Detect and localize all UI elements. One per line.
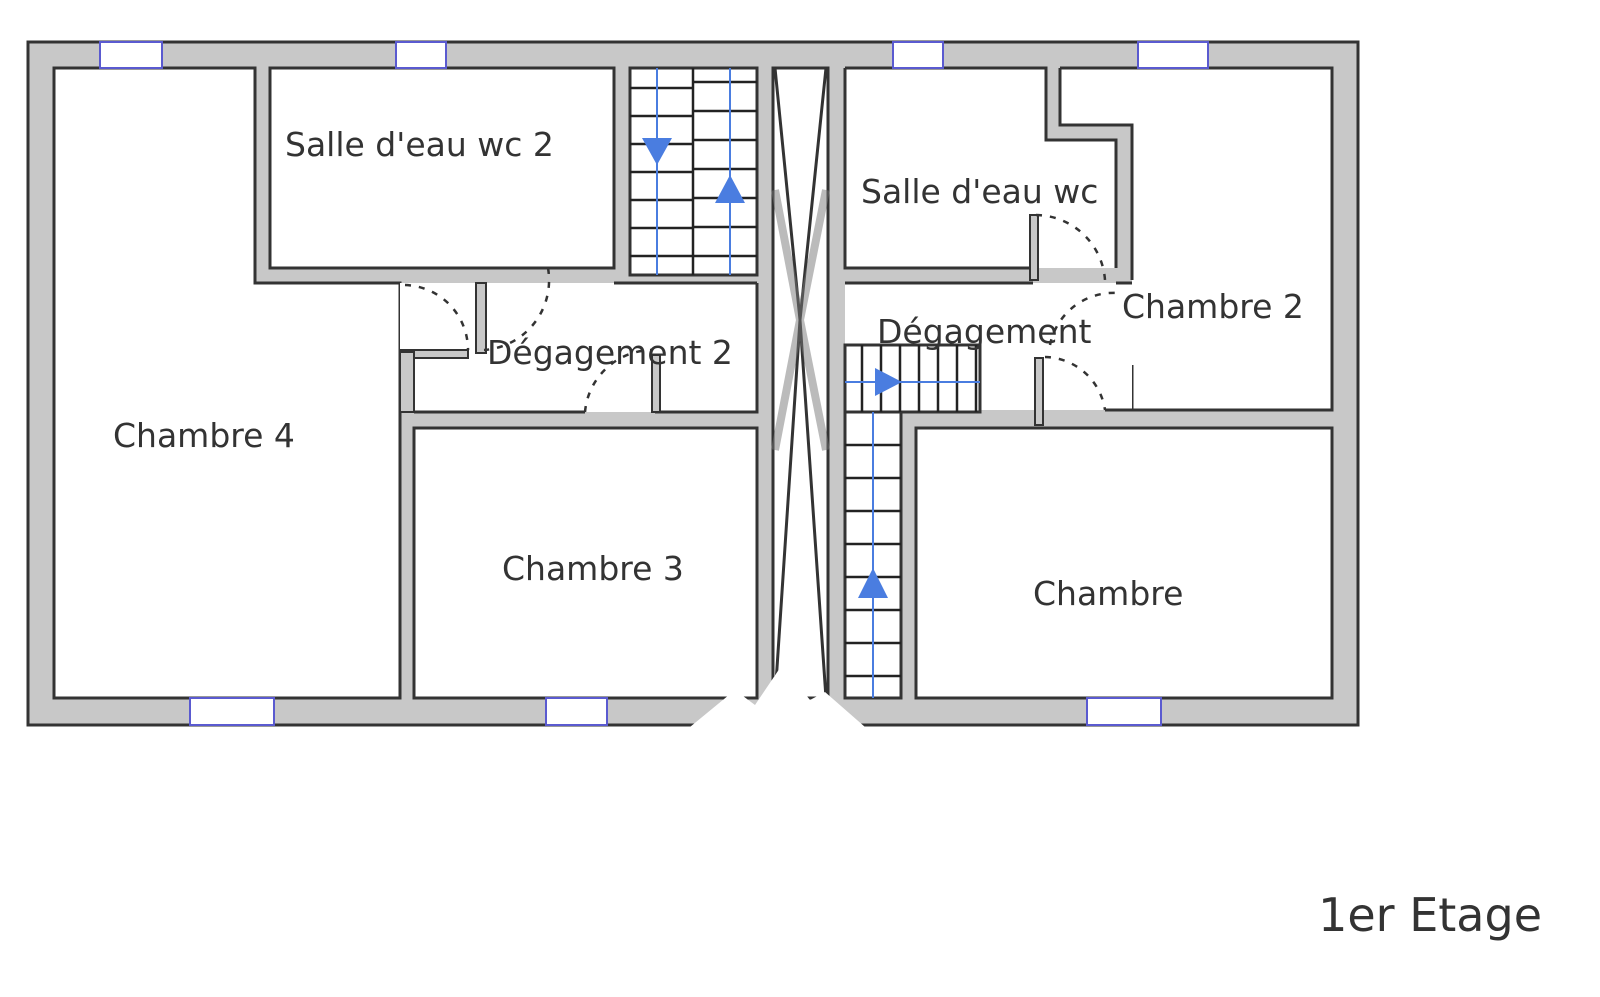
arrow-right-icon bbox=[875, 368, 902, 396]
windows bbox=[99, 41, 1209, 726]
label-degagement: Dégagement bbox=[877, 312, 1091, 351]
label-salle-eau-wc-2: Salle d'eau wc 2 bbox=[285, 125, 554, 164]
chimney-void bbox=[771, 66, 830, 700]
room-chambre-3 bbox=[412, 426, 759, 700]
stairs-left bbox=[628, 66, 759, 277]
arrow-up-icon bbox=[715, 175, 745, 203]
label-salle-eau-wc: Salle d'eau wc bbox=[861, 172, 1098, 211]
label-chambre-2: Chambre 2 bbox=[1122, 287, 1304, 326]
room-chambre-4 bbox=[52, 66, 402, 700]
floor-title: 1er Etage bbox=[1318, 888, 1542, 942]
label-degagement-2: Dégagement 2 bbox=[487, 333, 733, 372]
label-chambre-3: Chambre 3 bbox=[502, 549, 684, 588]
room-chambre bbox=[914, 426, 1334, 700]
watermark-logo bbox=[690, 665, 865, 727]
door-swings bbox=[404, 213, 1119, 413]
room-salle-eau-wc-2 bbox=[268, 66, 616, 270]
label-chambre: Chambre bbox=[1033, 574, 1183, 613]
arrow-down-icon bbox=[642, 138, 672, 165]
room-chambre-2 bbox=[1058, 66, 1334, 412]
label-chambre-4: Chambre 4 bbox=[113, 416, 295, 455]
arrow-up-icon bbox=[858, 568, 888, 598]
stairs-right bbox=[843, 343, 982, 700]
room-salle-eau-wc bbox=[843, 66, 1118, 281]
room-degagement-2 bbox=[399, 281, 759, 414]
